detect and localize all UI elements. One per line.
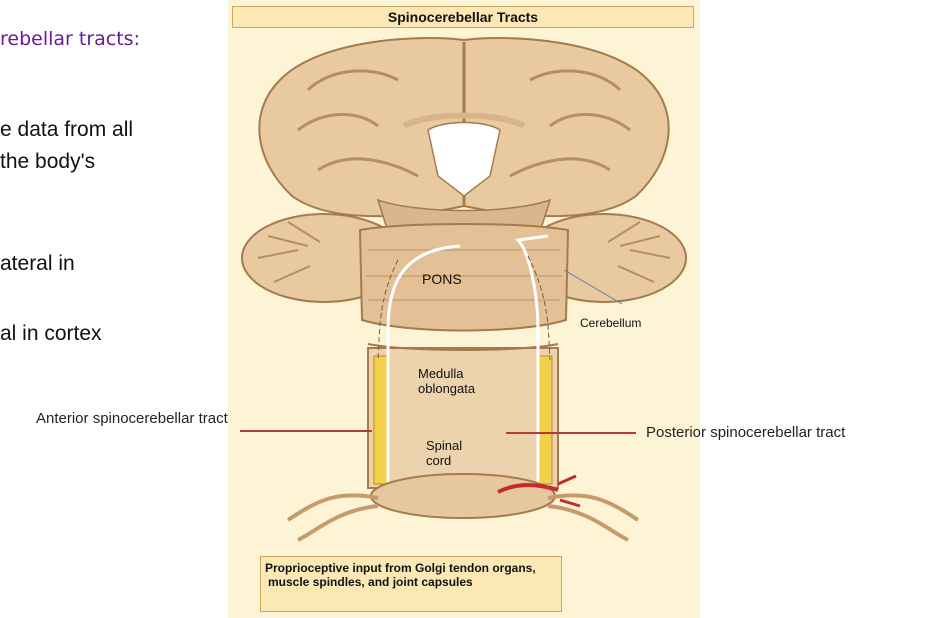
medulla-label: Medulla oblongata: [418, 366, 478, 396]
bullet-line-2: the body's: [0, 150, 224, 174]
spinal-segment-shape: [371, 474, 555, 518]
posterior-leader-line: [506, 432, 636, 434]
bullet-line-4: al in cortex: [0, 322, 224, 346]
pons-label: PONS: [422, 272, 462, 287]
spinal-cord-label: Spinal cord: [426, 438, 466, 468]
spinocerebellar-illustration: [228, 0, 700, 618]
anterior-tract-label: Anterior spinocerebellar tract: [36, 410, 228, 427]
caption-line-1: Proprioceptive input from Golgi tendon o…: [265, 561, 557, 575]
bullet-line-1: e data from all: [0, 118, 224, 142]
slide-heading: rebellar tracts:: [0, 28, 224, 50]
posterior-tract-label: Posterior spinocerebellar tract: [646, 424, 845, 441]
figure-title: Spinocerebellar Tracts: [232, 6, 694, 28]
slide-text-panel: rebellar tracts: e data from all the bod…: [0, 0, 228, 618]
figure-caption: Proprioceptive input from Golgi tendon o…: [260, 556, 562, 612]
cerebrum-shape: [259, 38, 668, 216]
caption-line-2: muscle spindles, and joint capsules: [265, 575, 557, 589]
anterior-leader-line: [240, 430, 372, 432]
bullet-line-3: ateral in: [0, 252, 224, 276]
anatomy-figure: Spinocerebellar Tracts PONS Cerebellum M…: [228, 0, 700, 618]
cerebellum-label: Cerebellum: [580, 316, 641, 331]
